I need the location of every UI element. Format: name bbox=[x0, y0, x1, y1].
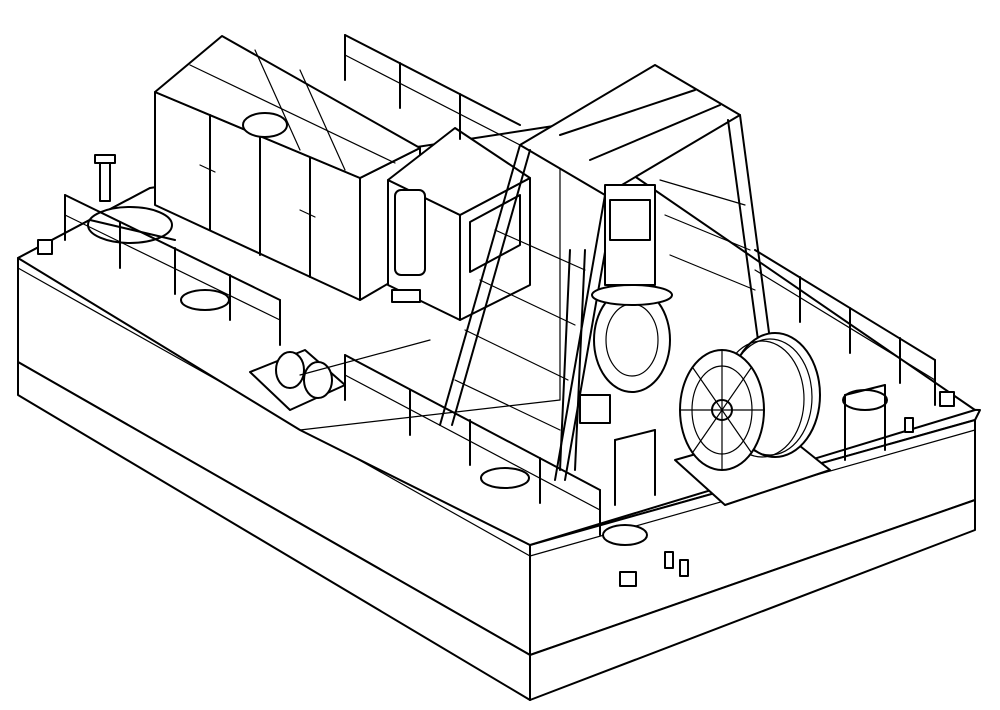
roof-frame-1 bbox=[189, 64, 396, 164]
roof-frame-2 bbox=[254, 49, 301, 151]
gantry-leg-front-left bbox=[439, 144, 521, 426]
gantry-brace-7 bbox=[669, 254, 756, 291]
pipe-line bbox=[89, 219, 176, 241]
safety-railings bbox=[64, 34, 936, 536]
gantry-brace-4 bbox=[454, 379, 561, 431]
hose-reel bbox=[674, 332, 831, 506]
bollard-5 bbox=[664, 551, 674, 569]
pump-flange-top bbox=[591, 284, 673, 306]
railing-back-top bbox=[344, 34, 521, 126]
cabin-step bbox=[391, 289, 421, 303]
gantry-brace-3 bbox=[464, 329, 569, 381]
gantry-leg-back-right-2 bbox=[727, 119, 759, 341]
gantry-crossbar-1 bbox=[559, 89, 696, 136]
railing-right-mid bbox=[754, 269, 936, 381]
enclosure-handle-1 bbox=[199, 164, 216, 173]
railing-left-front-top bbox=[64, 194, 281, 301]
valve-stem bbox=[99, 162, 111, 202]
a-frame-gantry bbox=[439, 64, 771, 481]
cutter-head bbox=[579, 394, 611, 424]
deck-hatch-1 bbox=[180, 289, 230, 311]
gantry-leg-front-left-2 bbox=[451, 149, 531, 426]
reel-spoke-4 bbox=[692, 367, 752, 453]
engine-cylinder bbox=[242, 112, 288, 138]
gantry-brace-5 bbox=[659, 179, 746, 206]
cutter-pump-assembly bbox=[559, 184, 673, 471]
winch-drum-1 bbox=[275, 351, 305, 389]
enclosure-handle-2 bbox=[299, 209, 316, 218]
enclosure-roof bbox=[154, 35, 421, 179]
bollard-1 bbox=[37, 239, 53, 255]
deck-hatch-3 bbox=[602, 524, 648, 546]
winch-cable bbox=[299, 339, 431, 376]
ladder-beam-1 bbox=[559, 249, 571, 471]
railing-left-front-mid bbox=[64, 214, 281, 321]
bollard-3 bbox=[939, 391, 955, 407]
railing-gate-top bbox=[614, 429, 656, 441]
bollard-6 bbox=[679, 559, 689, 577]
railing-right-top bbox=[754, 249, 936, 361]
cabin-door bbox=[394, 189, 426, 276]
gantry-leg-front-right bbox=[554, 194, 606, 481]
gantry-brace-6 bbox=[664, 214, 751, 251]
railing-back-mid bbox=[344, 54, 521, 146]
winch-drum-2 bbox=[303, 361, 333, 399]
gantry-leg-back-right bbox=[739, 114, 771, 341]
gantry-brace-2 bbox=[479, 279, 576, 326]
railing-corner-top bbox=[844, 384, 886, 396]
pipe-flange bbox=[94, 154, 116, 164]
railing-middle-top bbox=[344, 354, 601, 491]
deck-seam-1 bbox=[299, 399, 561, 431]
deck-hatch-2 bbox=[480, 467, 530, 489]
bollard-2 bbox=[619, 571, 637, 587]
roof-frame-3 bbox=[299, 69, 346, 171]
bollard-4 bbox=[904, 417, 914, 433]
railing-middle-mid bbox=[344, 374, 601, 511]
pump-motor-box bbox=[609, 199, 651, 241]
ladder-beam-2 bbox=[574, 249, 586, 471]
gantry-crossbar-2 bbox=[589, 104, 721, 161]
